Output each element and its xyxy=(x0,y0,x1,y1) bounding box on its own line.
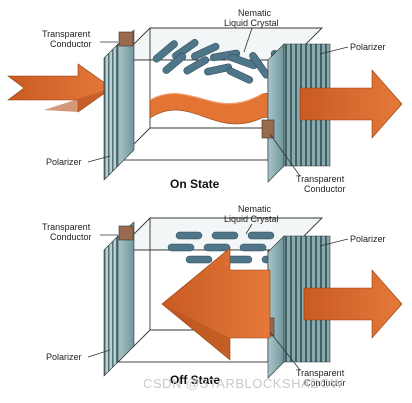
off-incoming-light-arrow xyxy=(303,269,403,339)
off-label-conductor-bottom-2: Conductor xyxy=(304,378,346,388)
off-left-polarizer xyxy=(103,221,135,377)
on-bottom-conductor xyxy=(261,119,275,139)
off-label-polarizer-right: Polarizer xyxy=(350,234,386,244)
on-left-polarizer xyxy=(103,29,135,181)
on-state-panel: Transparent Conductor Nematic Liquid Cry… xyxy=(7,8,403,194)
on-incoming-light-arrow xyxy=(7,63,113,113)
on-label-conductor-top-2: Conductor xyxy=(50,39,92,49)
on-state-caption: On State xyxy=(170,177,220,191)
on-outgoing-light-arrow xyxy=(299,69,403,139)
off-label-polarizer-left: Polarizer xyxy=(46,352,82,362)
on-top-conductor xyxy=(118,31,134,47)
off-label-conductor-top-2: Conductor xyxy=(50,232,92,242)
off-label-conductor-bottom-1: Transparent xyxy=(296,368,345,378)
on-label-conductor-bottom-2: Conductor xyxy=(304,184,346,194)
off-label-crystal-1: Nematic xyxy=(238,204,272,214)
watermark: CSDN @STARBLOCKSHADOW xyxy=(143,376,344,391)
on-label-crystal-1: Nematic xyxy=(238,8,272,18)
off-label-conductor-top-1: Transparent xyxy=(42,222,91,232)
on-label-polarizer-left: Polarizer xyxy=(46,157,82,167)
off-state-caption: Off State xyxy=(170,373,220,387)
on-label-crystal-2: Liquid Crystal xyxy=(224,18,279,28)
off-state-panel: Transparent Conductor Nematic Liquid Cry… xyxy=(42,204,403,388)
on-label-polarizer-right: Polarizer xyxy=(350,42,386,52)
off-top-conductor xyxy=(118,225,134,241)
on-label-conductor-top-1: Transparent xyxy=(42,29,91,39)
on-label-conductor-bottom-1: Transparent xyxy=(296,174,345,184)
off-label-crystal-2: Liquid Crystal xyxy=(224,214,279,224)
